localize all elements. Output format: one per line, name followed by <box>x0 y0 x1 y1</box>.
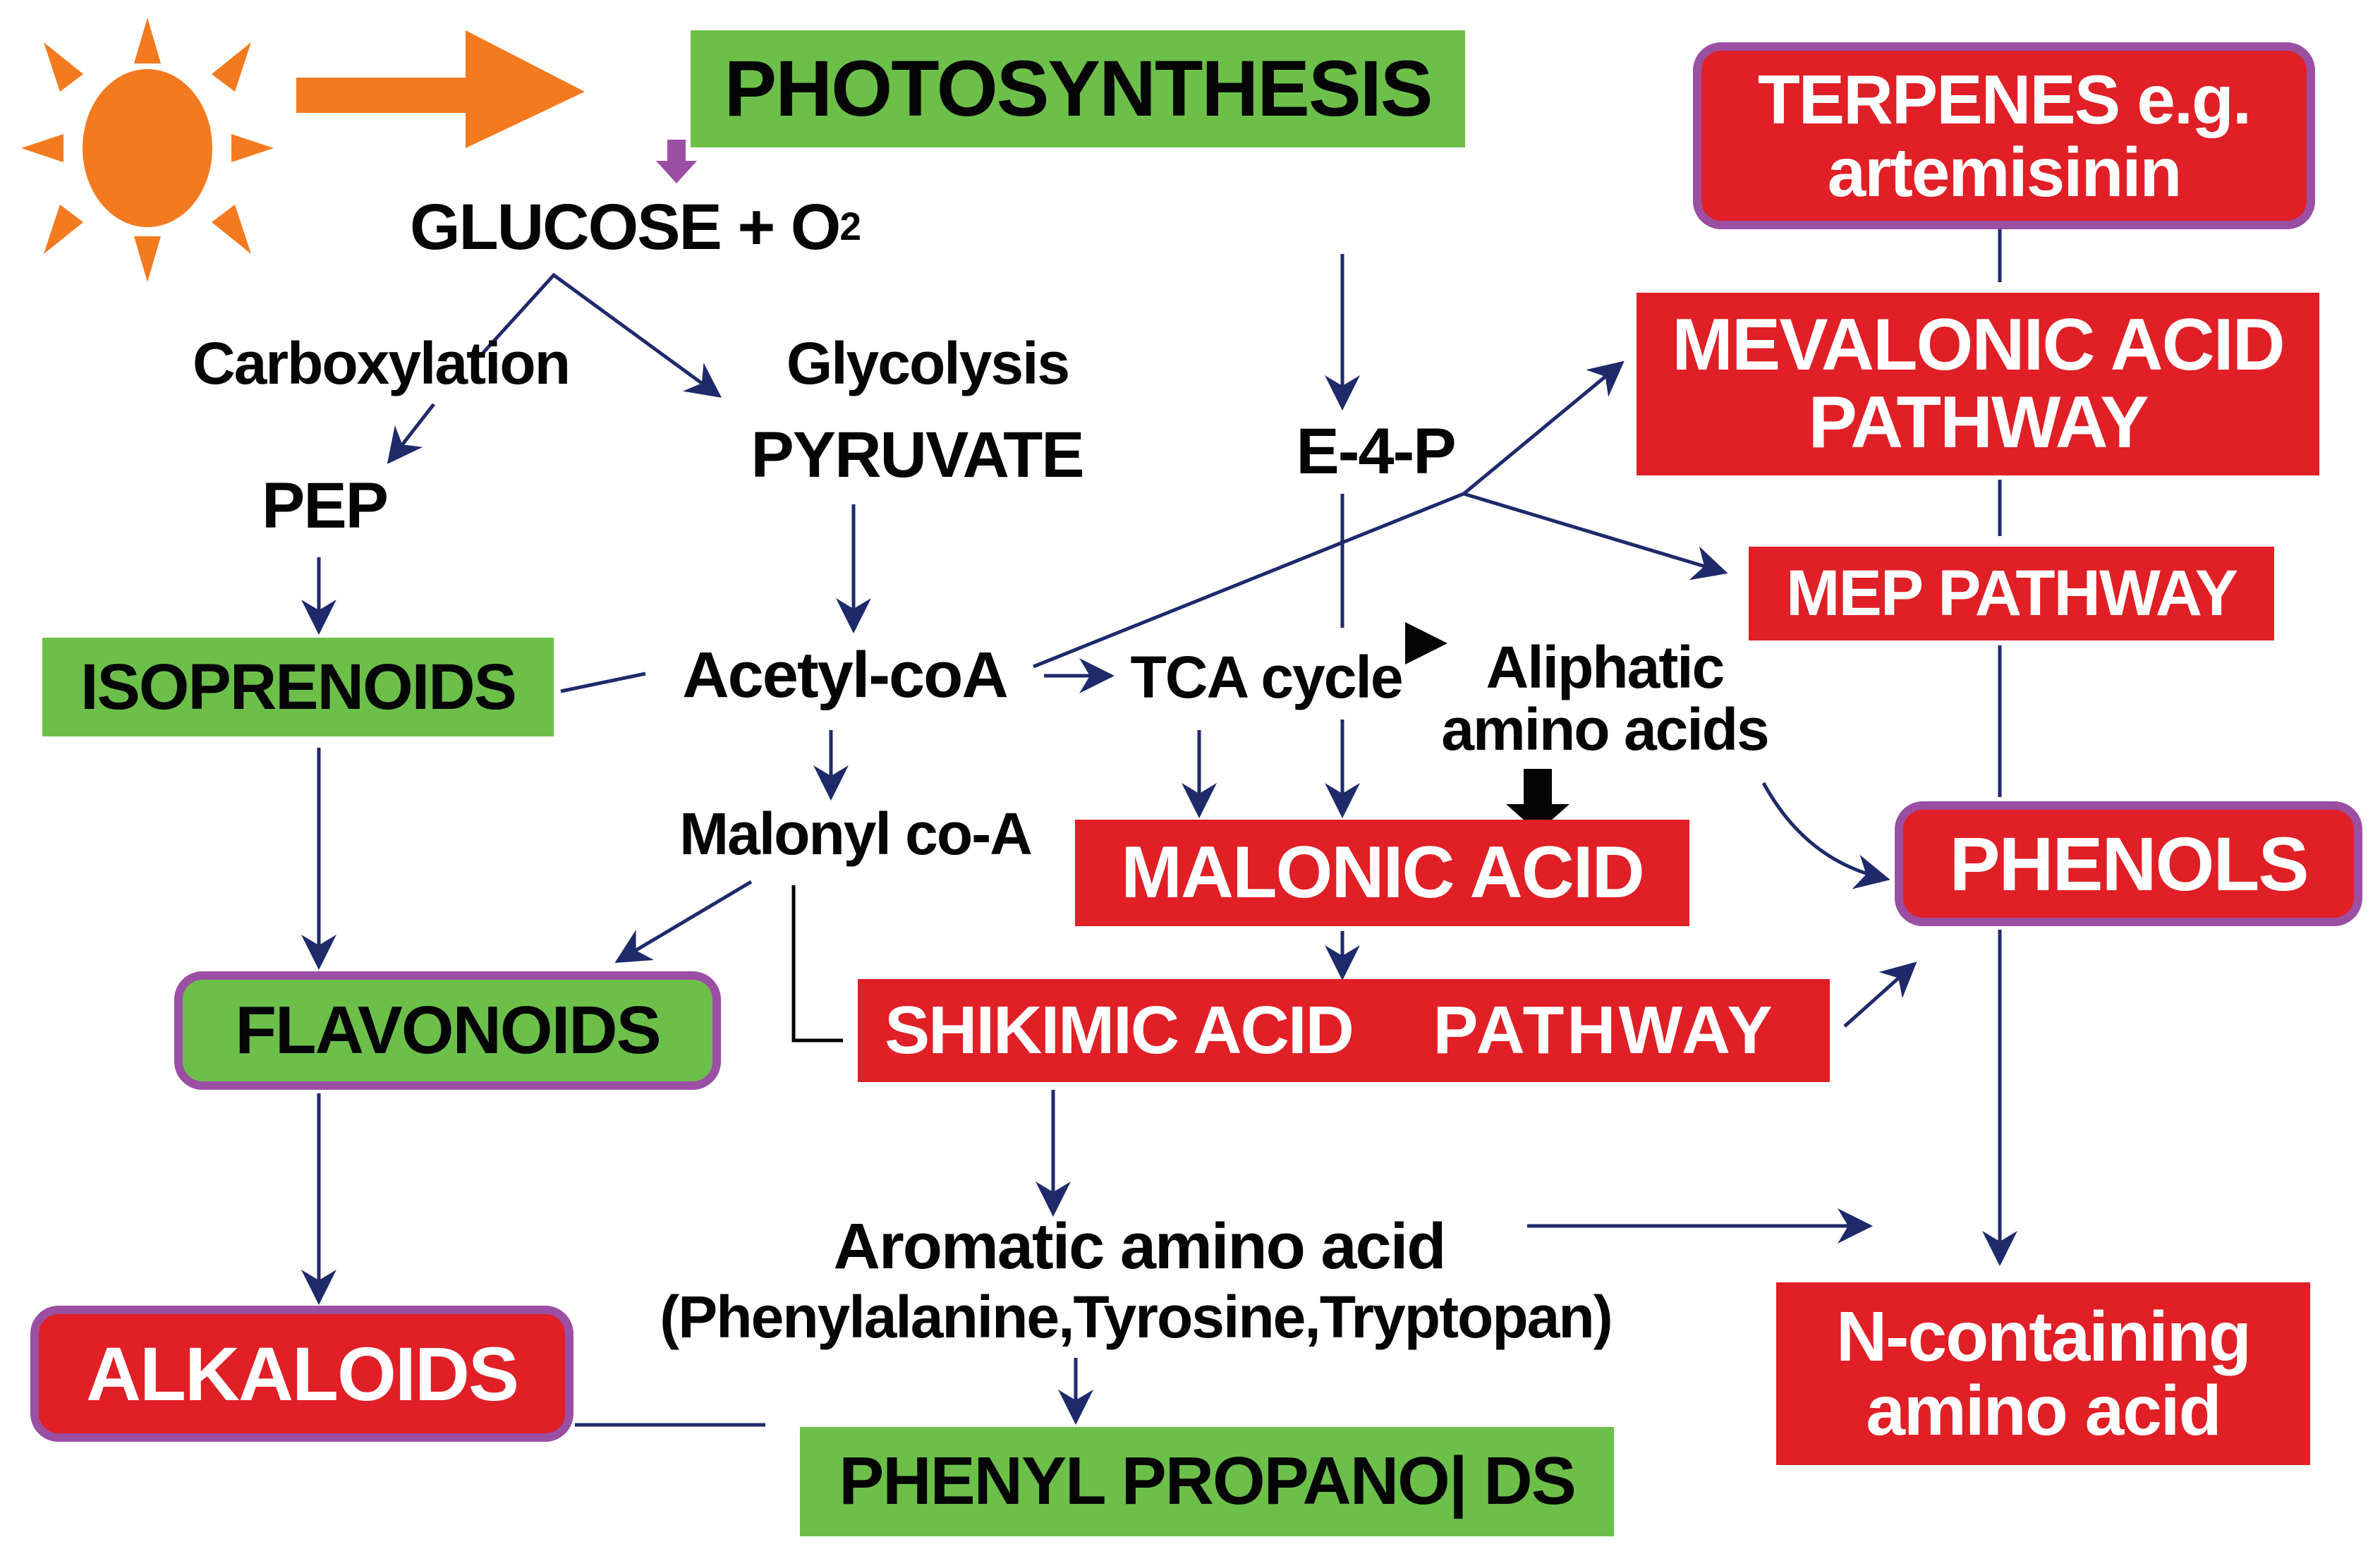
carboxylation-label: Carboxylation <box>192 329 571 396</box>
mep-pathway-box: MEP PATHWAY <box>1749 547 2274 640</box>
sun-icon <box>21 18 274 282</box>
mevalonic-line1: MEVALONIC ACID <box>1672 304 2285 387</box>
e4p-label: E-4-P <box>1296 415 1456 487</box>
aromatic-amino-acid-label: Aromatic amino acid <box>833 1210 1447 1283</box>
aliphatic-line1: Aliphatic <box>1486 633 1725 700</box>
mevalonic-acid-pathway-box: MEVALONIC ACID PATHWAY <box>1637 293 2319 475</box>
purple-down-arrow-icon <box>656 140 697 183</box>
orange-arrow-icon <box>296 30 585 148</box>
glucose-text: GLUCOSE + O <box>409 190 841 263</box>
alkaloids-box: ALKALOIDS <box>30 1306 573 1442</box>
tca-cycle-label: TCA cycle <box>1130 643 1403 710</box>
aromatic-amino-acid-examples: (Phenylalanine,Tyrosine,Tryptopan) <box>660 1284 1613 1351</box>
glucose-subscript: 2 <box>839 205 861 249</box>
isoprenoids-box: ISOPRENOIDS <box>42 638 554 736</box>
aliphatic-line2: amino acids <box>1441 696 1770 763</box>
glycolysis-label: Glycolysis <box>786 329 1070 396</box>
photosynthesis-box: PHOTOSYNTHESIS <box>691 30 1465 147</box>
n-containing-line2: amino acid <box>1866 1371 2221 1450</box>
pyruvate-label: PYRUVATE <box>751 418 1084 491</box>
n-containing-amino-acid-box: N-containing amino acid <box>1776 1282 2310 1465</box>
terpenes-box: TERPENES e.g. artemisinin <box>1693 42 2315 229</box>
pep-label: PEP <box>261 470 389 542</box>
terpenes-line2: artemisinin <box>1827 133 2182 211</box>
aliphatic-amino-acids-label: Aliphatic amino acids <box>1411 628 1799 769</box>
mevalonic-line2: PATHWAY <box>1808 381 2149 463</box>
n-containing-line1: N-containing <box>1835 1296 2252 1376</box>
acetyl-coa-label: Acetyl-coA <box>682 639 1009 712</box>
shikimic-pathway-box: PATHWAY <box>1378 979 1830 1082</box>
flavonoids-box: FLAVONOIDS <box>174 971 721 1090</box>
malonic-acid-box: MALONIC ACID <box>1075 820 1689 926</box>
shikimic-acid-box: SHIKIMIC ACID <box>858 979 1380 1082</box>
malonyl-coa-label: Malonyl co-A <box>679 800 1033 867</box>
terpenes-line1: TERPENES e.g. <box>1757 60 2252 138</box>
phenylpropanoids-box: PHENYL PROPANO| DS <box>800 1427 1614 1536</box>
phenols-box: PHENOLS <box>1895 801 2362 926</box>
